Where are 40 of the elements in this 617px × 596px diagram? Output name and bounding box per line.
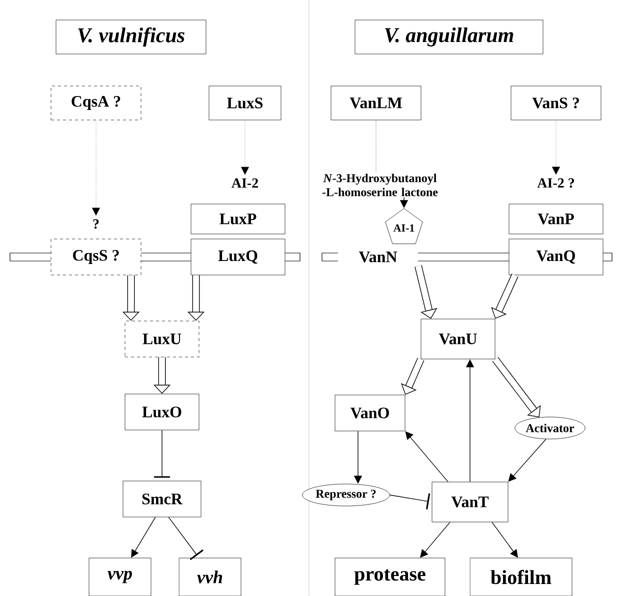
protein-box: LuxU xyxy=(124,320,200,358)
protein-box: CqsA ? xyxy=(50,86,142,120)
protein-box: VanT xyxy=(432,482,508,522)
protein-box: SmcR xyxy=(122,480,202,518)
arrow xyxy=(508,438,546,482)
protein-box: VanQ xyxy=(508,238,604,276)
phenotype-box: biofilm xyxy=(470,558,572,596)
block-arrow xyxy=(491,274,518,319)
arrow xyxy=(492,522,518,558)
protein-box: LuxO xyxy=(124,394,200,430)
arrow xyxy=(420,522,450,558)
title-box: V. anguillarum xyxy=(354,20,544,54)
protein-box: LuxQ xyxy=(190,238,286,276)
signal-label: N-3-Hydroxybutanoyl -L-homoserine lactone xyxy=(322,174,438,196)
signal-label: AI-2 ? xyxy=(537,178,574,188)
protein-box: VanS ? xyxy=(510,86,602,120)
block-arrow xyxy=(414,265,438,319)
ellipse-node: Repressor ? xyxy=(302,484,390,506)
arrow xyxy=(552,120,560,174)
signal-label: ? xyxy=(93,219,99,229)
phenotype-box: protease xyxy=(334,558,446,596)
protein-label: VanN xyxy=(338,248,418,266)
signal-label: AI-2 xyxy=(232,178,258,188)
protein-box: VanO xyxy=(334,394,406,432)
pentagon-node: AI-1 xyxy=(385,208,423,244)
gene-box: vvp xyxy=(88,558,152,596)
inhibition-arrow xyxy=(390,493,430,510)
arrow xyxy=(92,120,100,216)
inhibition-arrow xyxy=(154,430,170,478)
title-box: V. vulnificus xyxy=(56,20,206,54)
protein-box: CqsS ? xyxy=(50,238,142,276)
arrow xyxy=(241,120,249,175)
arrow xyxy=(405,431,448,482)
protein-box: VanLM xyxy=(330,86,422,120)
protein-box: VanU xyxy=(420,318,496,360)
block-arrow xyxy=(492,356,541,418)
protein-box: LuxS xyxy=(208,86,282,120)
gene-box: vvh xyxy=(178,558,242,596)
protein-box: LuxP xyxy=(190,204,286,234)
protein-box: VanP xyxy=(508,204,604,234)
